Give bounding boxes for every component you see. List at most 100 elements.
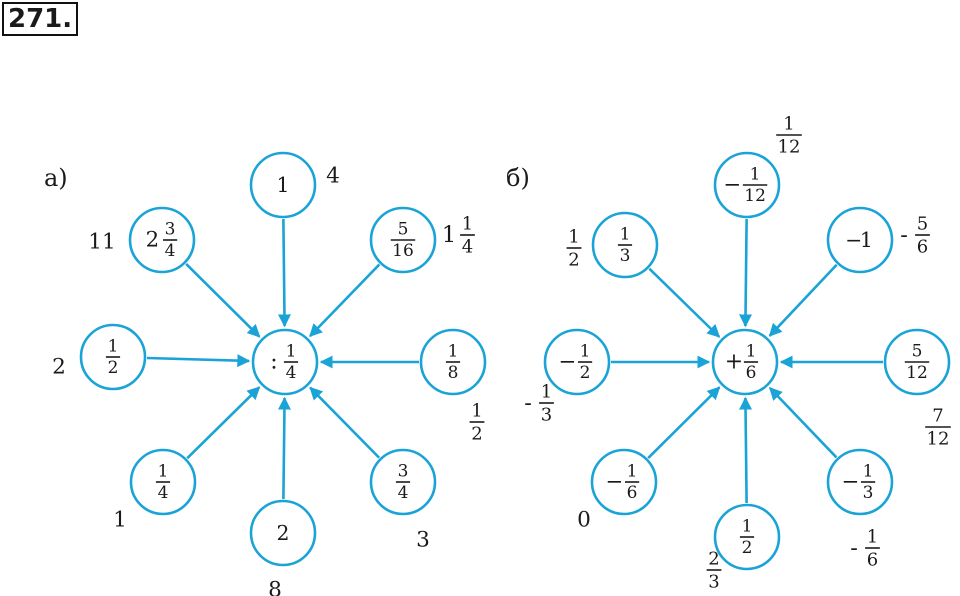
arrow <box>739 396 753 504</box>
answer-numerator: 1 <box>462 213 473 234</box>
arrow <box>277 396 291 500</box>
arrow <box>648 267 721 338</box>
outer-node: −12 <box>543 328 611 396</box>
arrow <box>768 263 838 337</box>
node-value-numerator: 1 <box>580 341 591 361</box>
answer-label: -16 <box>850 526 880 570</box>
answer-denominator: 3 <box>541 404 552 425</box>
answer-label: 0 <box>577 508 591 533</box>
answer-sign: - <box>524 390 532 416</box>
node-value-numerator: 1 <box>627 461 638 481</box>
node-value-numerator: 3 <box>165 219 176 239</box>
answer-label: -56 <box>900 213 930 257</box>
answer-label: 23 <box>706 548 722 592</box>
arrow <box>768 387 838 459</box>
center-value-denominator: 6 <box>746 363 757 383</box>
node-value-whole: 1 <box>860 228 873 252</box>
node-circle <box>128 206 196 274</box>
diagram-label: а) <box>44 164 68 192</box>
node-circle <box>249 151 317 219</box>
answer-numerator: 1 <box>867 526 878 547</box>
answer-denominator: 6 <box>917 236 928 257</box>
answer-sign: - <box>850 535 858 561</box>
node-value-sign: − <box>841 470 859 495</box>
answer-whole: 1 <box>113 508 127 533</box>
answer-whole: 4 <box>326 164 340 189</box>
answer-label: 12 <box>566 226 582 270</box>
center-node: :14 <box>251 328 319 396</box>
outer-node: −112 <box>713 151 781 219</box>
arrow <box>186 386 261 460</box>
outer-node: 1 <box>249 151 317 219</box>
diagram-label: б) <box>506 164 530 192</box>
node-value-denominator: 12 <box>906 363 928 383</box>
answer-label: 112 <box>776 113 802 157</box>
node-value-denominator: 4 <box>158 483 169 503</box>
outer-node: 14 <box>129 448 197 516</box>
diagram-b: б)+16−112112−1-56512712−13-161223−160−12… <box>506 113 951 592</box>
outer-node: −16 <box>590 448 658 516</box>
answer-label: 4 <box>326 164 340 189</box>
answer-label: 2 <box>52 355 66 380</box>
outer-node: 13 <box>591 211 659 279</box>
node-value-numerator: 1 <box>448 341 459 361</box>
node-value-denominator: 16 <box>392 241 414 261</box>
outer-node: 512 <box>883 328 951 396</box>
arrow <box>739 218 753 328</box>
answer-numerator: 1 <box>568 226 579 247</box>
node-value-sign: − <box>558 350 576 375</box>
arrow <box>277 218 291 328</box>
node-value-numerator: 1 <box>620 224 631 244</box>
node-value-sign: − <box>723 173 741 198</box>
answer-numerator: 1 <box>783 113 794 134</box>
node-value-numerator: 3 <box>398 461 409 481</box>
answer-whole: 11 <box>88 230 115 255</box>
center-value-numerator: 1 <box>746 341 757 361</box>
answer-label: 12 <box>469 400 485 444</box>
node-circle <box>826 206 894 274</box>
arrow <box>185 263 261 338</box>
answer-numerator: 2 <box>708 548 719 569</box>
node-value-numerator: 1 <box>108 336 119 356</box>
arrow <box>647 386 721 459</box>
outer-node: 2 <box>249 499 317 567</box>
answer-label: 8 <box>268 578 282 596</box>
answer-label: 1 <box>113 508 127 533</box>
center-operator: : <box>270 350 277 375</box>
outer-node: 12 <box>79 323 147 391</box>
node-value-numerator: 1 <box>742 516 753 536</box>
answer-whole: 8 <box>268 578 282 596</box>
answer-numerator: 1 <box>541 381 552 402</box>
node-value-sign: − <box>845 228 862 252</box>
outer-node: 12 <box>713 503 781 571</box>
node-circle <box>826 448 894 516</box>
node-value-numerator: 5 <box>398 219 409 239</box>
exercise-number: 271. <box>2 2 79 36</box>
node-value-numerator: 5 <box>912 341 923 361</box>
node-value-numerator: 1 <box>863 461 874 481</box>
answer-whole: 1 <box>442 222 456 248</box>
arrow <box>146 354 251 368</box>
outer-node: 18 <box>419 328 487 396</box>
answer-sign: - <box>900 222 908 248</box>
node-value-denominator: 8 <box>448 363 459 383</box>
node-value-whole: 2 <box>277 521 290 545</box>
answer-denominator: 2 <box>471 423 482 444</box>
node-value-denominator: 12 <box>744 186 766 206</box>
answer-whole: 2 <box>52 355 66 380</box>
answer-denominator: 3 <box>708 571 719 592</box>
node-value-denominator: 4 <box>398 483 409 503</box>
answer-numerator: 1 <box>471 400 482 421</box>
node-value-whole: 1 <box>277 173 290 197</box>
arrow <box>309 386 381 459</box>
answer-label: 11 <box>88 230 115 255</box>
center-value-numerator: 1 <box>286 341 297 361</box>
answer-denominator: 12 <box>927 428 950 449</box>
answer-numerator: 7 <box>932 405 943 426</box>
arrow <box>309 263 381 338</box>
outer-node: 34 <box>369 448 437 516</box>
outer-node: −1 <box>826 206 894 274</box>
